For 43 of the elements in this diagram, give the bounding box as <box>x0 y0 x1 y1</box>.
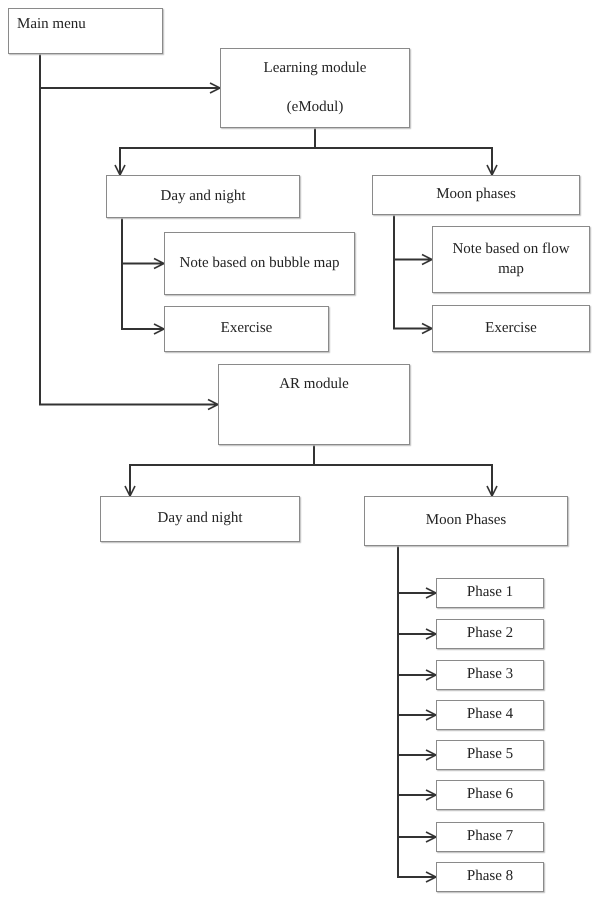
box-label: (eModul) <box>286 98 344 116</box>
box-label: Phase 3 <box>466 665 514 684</box>
process-box <box>164 306 329 352</box>
box-label: AR module <box>279 375 349 394</box>
menu-box <box>8 8 163 54</box>
box-label: Phase 1 <box>466 583 514 602</box>
phase-box <box>436 862 544 892</box>
arrow <box>313 445 498 497</box>
module-box <box>218 364 410 445</box>
box-label: Phase 6 <box>466 785 514 804</box>
box-label: Phase 2 <box>466 624 514 644</box>
box-label: Exercise <box>220 319 272 338</box>
box-label: Phase 5 <box>466 745 514 764</box>
module-box <box>220 48 410 128</box>
phase-box <box>436 619 544 649</box>
process-box <box>164 232 355 295</box>
arrow <box>121 218 165 335</box>
arrow <box>393 215 433 334</box>
phase-box <box>436 578 544 608</box>
box-label: Note based on flow map <box>451 240 571 278</box>
process-box <box>432 226 590 293</box>
box-label: Phase 4 <box>466 705 514 724</box>
process-box <box>432 305 590 352</box>
process-box <box>372 175 580 215</box>
box-label: Phase 7 <box>466 827 514 846</box>
process-box <box>100 496 300 542</box>
box-label: Phase 8 <box>466 867 514 886</box>
phase-box <box>436 740 544 770</box>
phase-box <box>436 780 544 810</box>
phase-box <box>436 822 544 852</box>
box-label: Moon Phases <box>426 511 506 530</box>
phase-box <box>436 660 544 690</box>
process-box <box>364 496 568 546</box>
phase-box <box>436 700 544 730</box>
box-label: Moon phases <box>436 185 516 204</box>
box-label: Exercise <box>485 318 537 338</box>
process-box <box>106 175 300 218</box>
box-label: Note based on bubble map <box>180 254 340 273</box>
box-label: Learning module <box>264 59 366 78</box>
box-label: Day and night <box>160 186 246 206</box>
box-label: Day and night <box>158 509 242 528</box>
box-label: Main menu <box>17 15 86 34</box>
arrow <box>314 128 498 176</box>
